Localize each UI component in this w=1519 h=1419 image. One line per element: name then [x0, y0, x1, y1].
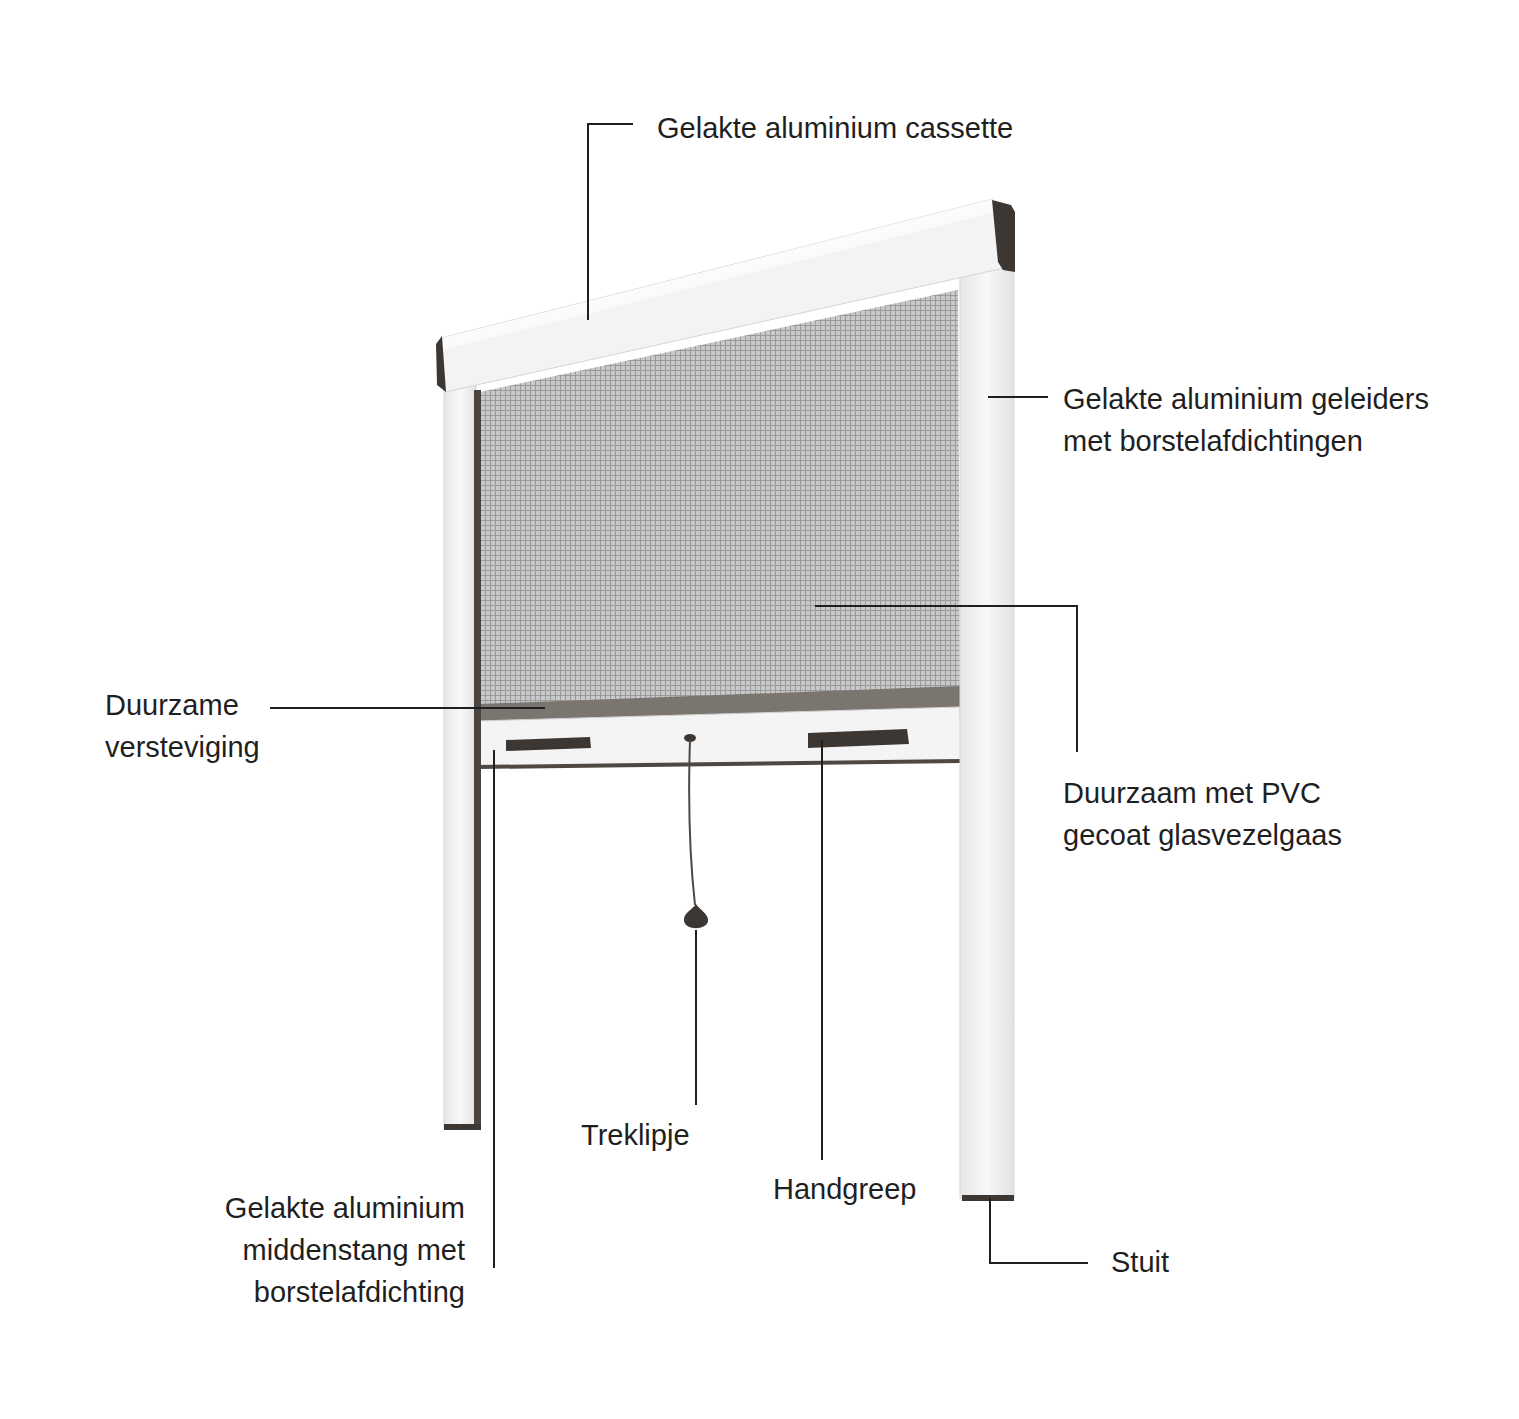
left-guide-rail [444, 380, 476, 1128]
bottom-bar-seal [478, 761, 961, 767]
leader-line [990, 1198, 1088, 1263]
leader-line [988, 396, 1048, 398]
leader-line [493, 750, 495, 1268]
part-label: Stuit [1111, 1241, 1231, 1283]
part-label: Gelakte aluminium middenstang met borste… [195, 1187, 465, 1313]
cassette-box [441, 199, 1004, 392]
right-rail-stop [962, 1195, 1014, 1201]
leader-line [270, 707, 545, 709]
pull-tab [684, 904, 708, 928]
handle-right [808, 729, 909, 748]
part-label: Duurzaam met PVC gecoat glasvezelgaas [1063, 772, 1373, 856]
cassette-cap-left [436, 336, 446, 392]
leader-line [588, 124, 633, 320]
handle-left [506, 737, 591, 751]
left-rail-stop [444, 1124, 481, 1130]
leader-line [695, 930, 697, 1105]
pull-cord [689, 740, 695, 905]
part-label: Handgreep [773, 1168, 1013, 1210]
part-label: Gelakte aluminium geleiders met borstela… [1063, 378, 1458, 462]
leader-lines [270, 124, 1088, 1268]
part-label: Duurzame versteviging [105, 684, 265, 768]
bottom-bar [476, 707, 961, 767]
cassette-top [441, 199, 996, 350]
part-label: Gelakte aluminium cassette [657, 107, 1077, 149]
part-label: Treklipje [581, 1114, 781, 1156]
left-rail-edge [474, 390, 481, 1128]
leader-line [821, 740, 823, 1160]
leader-line [815, 606, 1077, 752]
right-guide-rail [960, 262, 1014, 1198]
cassette-cap-right [992, 200, 1015, 272]
